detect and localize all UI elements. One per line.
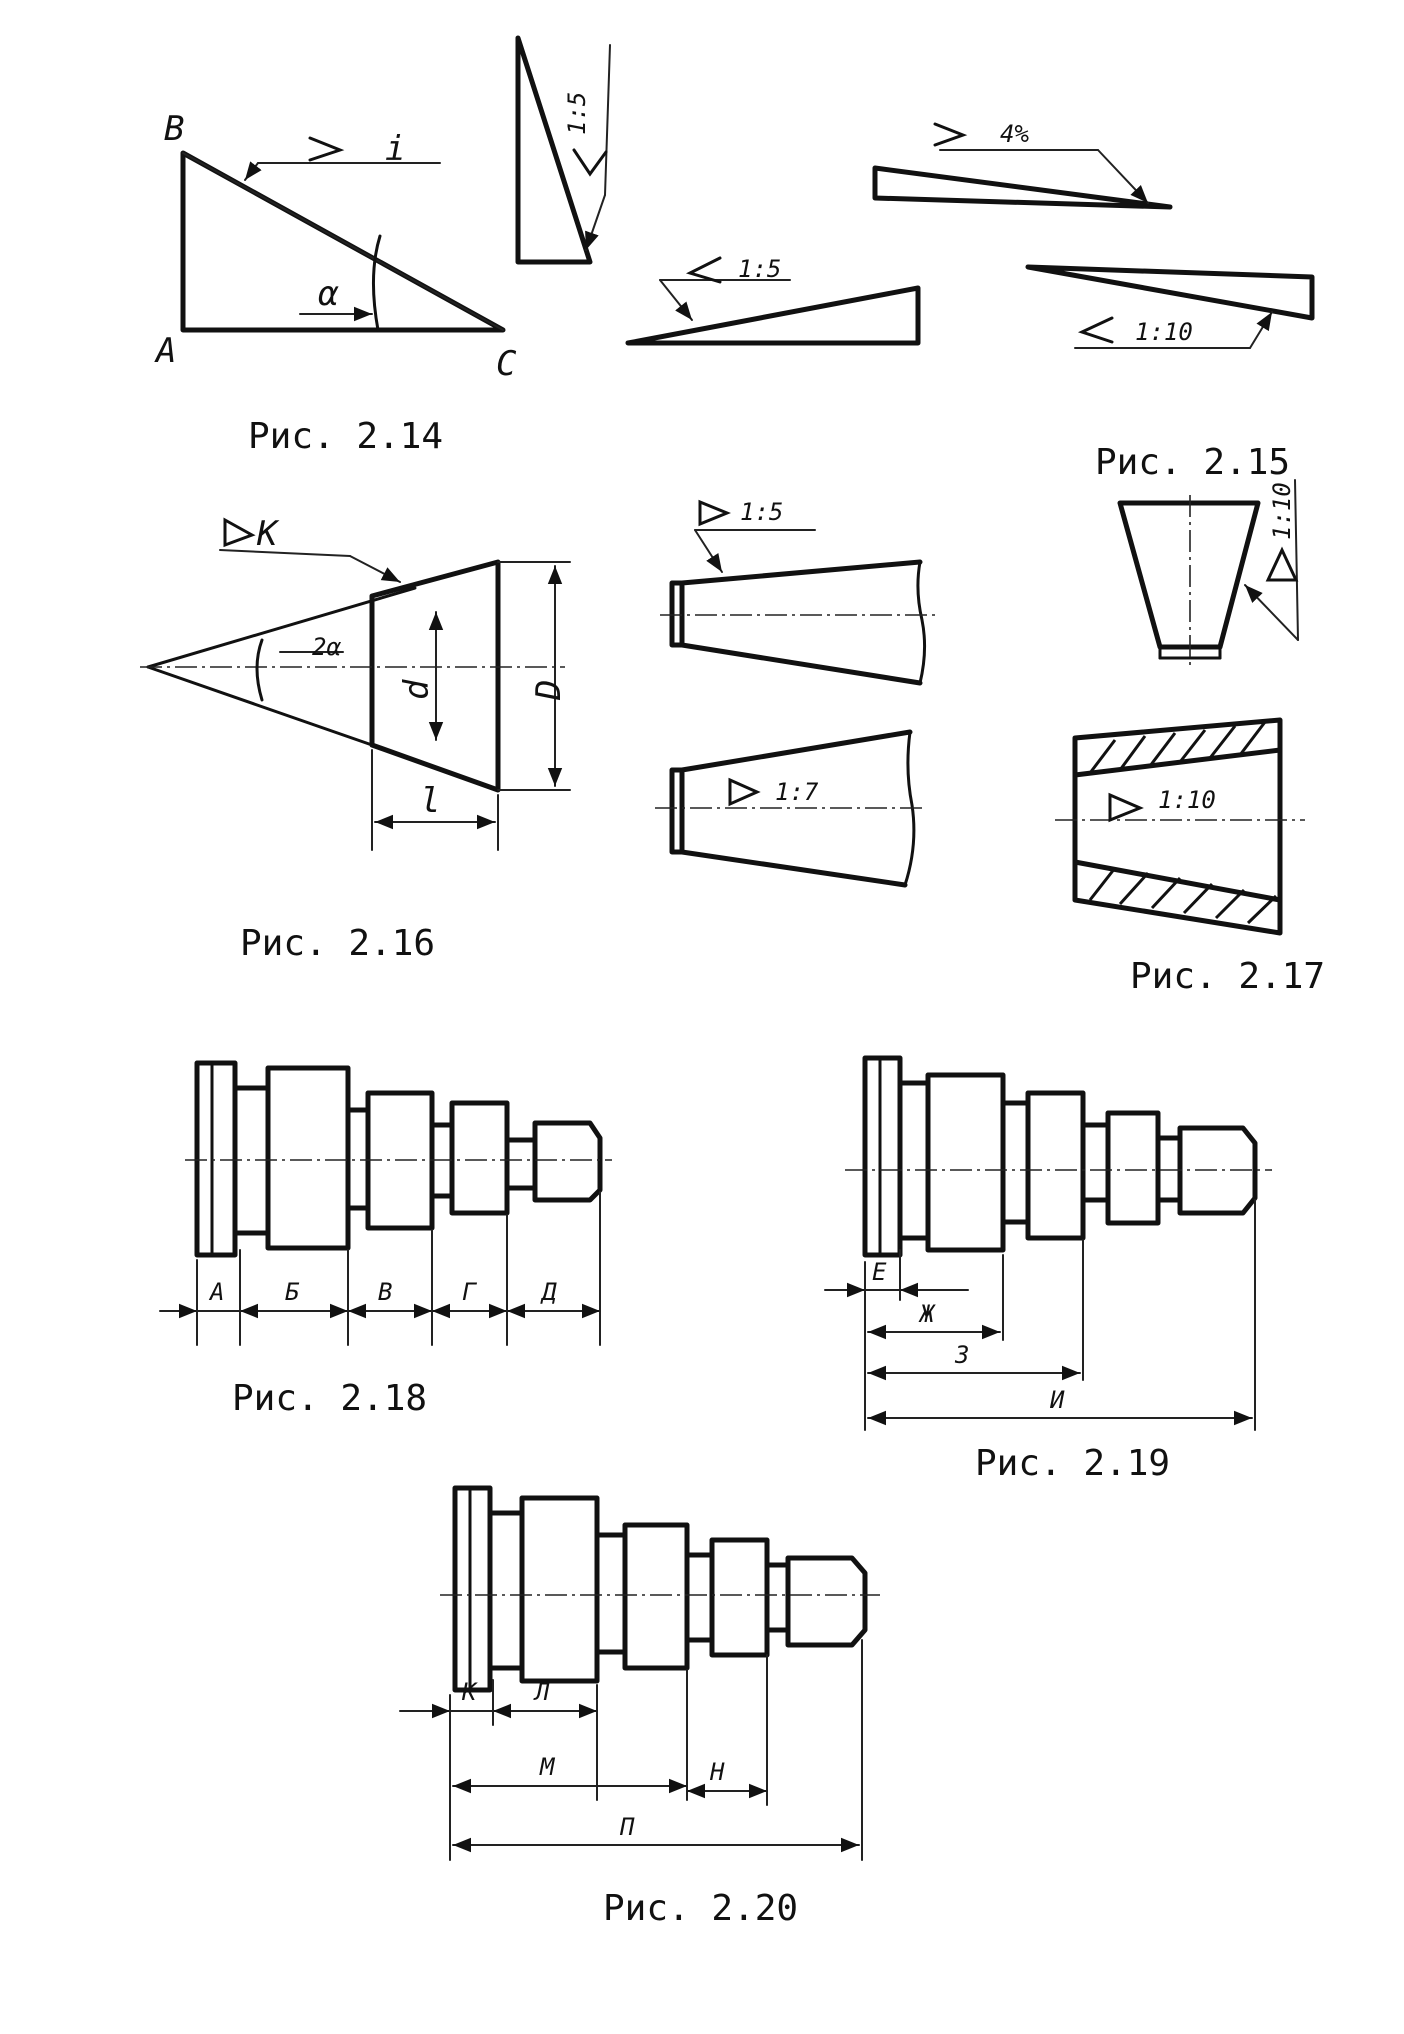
callout-1-5-horizontal: 1:5 (738, 255, 781, 283)
dim-label-zh: Ж (918, 1300, 936, 1328)
taper-shaft-1-7 (655, 729, 925, 888)
dim-label-v: В (378, 1278, 392, 1306)
dim-label-p: П (619, 1813, 635, 1841)
wedge-1-10 (1025, 264, 1315, 349)
length-l-label: l (420, 781, 440, 821)
dim-label-a: А (208, 1278, 224, 1306)
dim-label-d: Д (540, 1278, 557, 1306)
dim-label-b: Б (285, 1278, 300, 1306)
fig-2-19-stepped-shaft (824, 1055, 1272, 1431)
callout-1-10-bore: 1:10 (1158, 786, 1216, 814)
dim-label-l: Л (533, 1678, 550, 1706)
dim-label-n: Н (709, 1758, 725, 1786)
dim-label-e: Е (872, 1258, 887, 1286)
caption-fig-2-15: Рис. 2.15 (1095, 442, 1290, 483)
fig-2-18-stepped-shaft (159, 1060, 612, 1346)
fig-2-16-cone (140, 517, 571, 851)
large-diameter-label: D (529, 680, 569, 701)
caption-fig-2-19: Рис. 2.19 (975, 1443, 1170, 1484)
dim-label-k: К (461, 1678, 478, 1706)
caption-fig-2-17: Рис. 2.17 (1130, 956, 1325, 997)
fig-2-17-taper-plug (1117, 479, 1299, 665)
angle-alpha-label: α (318, 274, 339, 314)
callout-1-10-vertical: 1:10 (1268, 482, 1296, 540)
callout-taper-1-7: 1:7 (775, 778, 819, 806)
fig-2-17-taper-bore (1055, 717, 1305, 936)
taper-shaft-1-5 (660, 499, 935, 686)
dim-label-z: З (954, 1341, 969, 1369)
caption-fig-2-18: Рис. 2.18 (232, 1378, 427, 1419)
callout-taper-1-5: 1:5 (740, 498, 783, 526)
dim-label-m: М (539, 1753, 556, 1781)
callout-4-percent: 4% (1000, 120, 1029, 148)
vertex-a-label: A (154, 331, 176, 371)
vertex-b-label: B (164, 109, 184, 149)
dim-label-i: И (1049, 1386, 1065, 1414)
fig-2-20-stepped-shaft (399, 1485, 880, 1861)
caption-fig-2-14: Рис. 2.14 (248, 416, 443, 457)
vertical-wedge-1-5 (515, 35, 611, 265)
fig-2-14-right-triangle (180, 136, 506, 333)
small-diameter-label: d (397, 679, 437, 700)
caption-fig-2-16: Рис. 2.16 (240, 923, 435, 964)
taper-k-label: K (256, 514, 280, 554)
wedge-4-percent (872, 122, 1173, 210)
callout-1-10-wedge: 1:10 (1135, 318, 1193, 346)
horizontal-wedge-1-5 (625, 256, 921, 346)
vertex-c-label: C (496, 344, 517, 384)
slope-i-label: i (385, 129, 405, 169)
dim-label-g: Г (462, 1278, 478, 1306)
callout-1-5-vertical: 1:5 (563, 92, 591, 135)
caption-fig-2-20: Рис. 2.20 (603, 1888, 798, 1929)
angle-2alpha-label: 2α (312, 633, 341, 661)
